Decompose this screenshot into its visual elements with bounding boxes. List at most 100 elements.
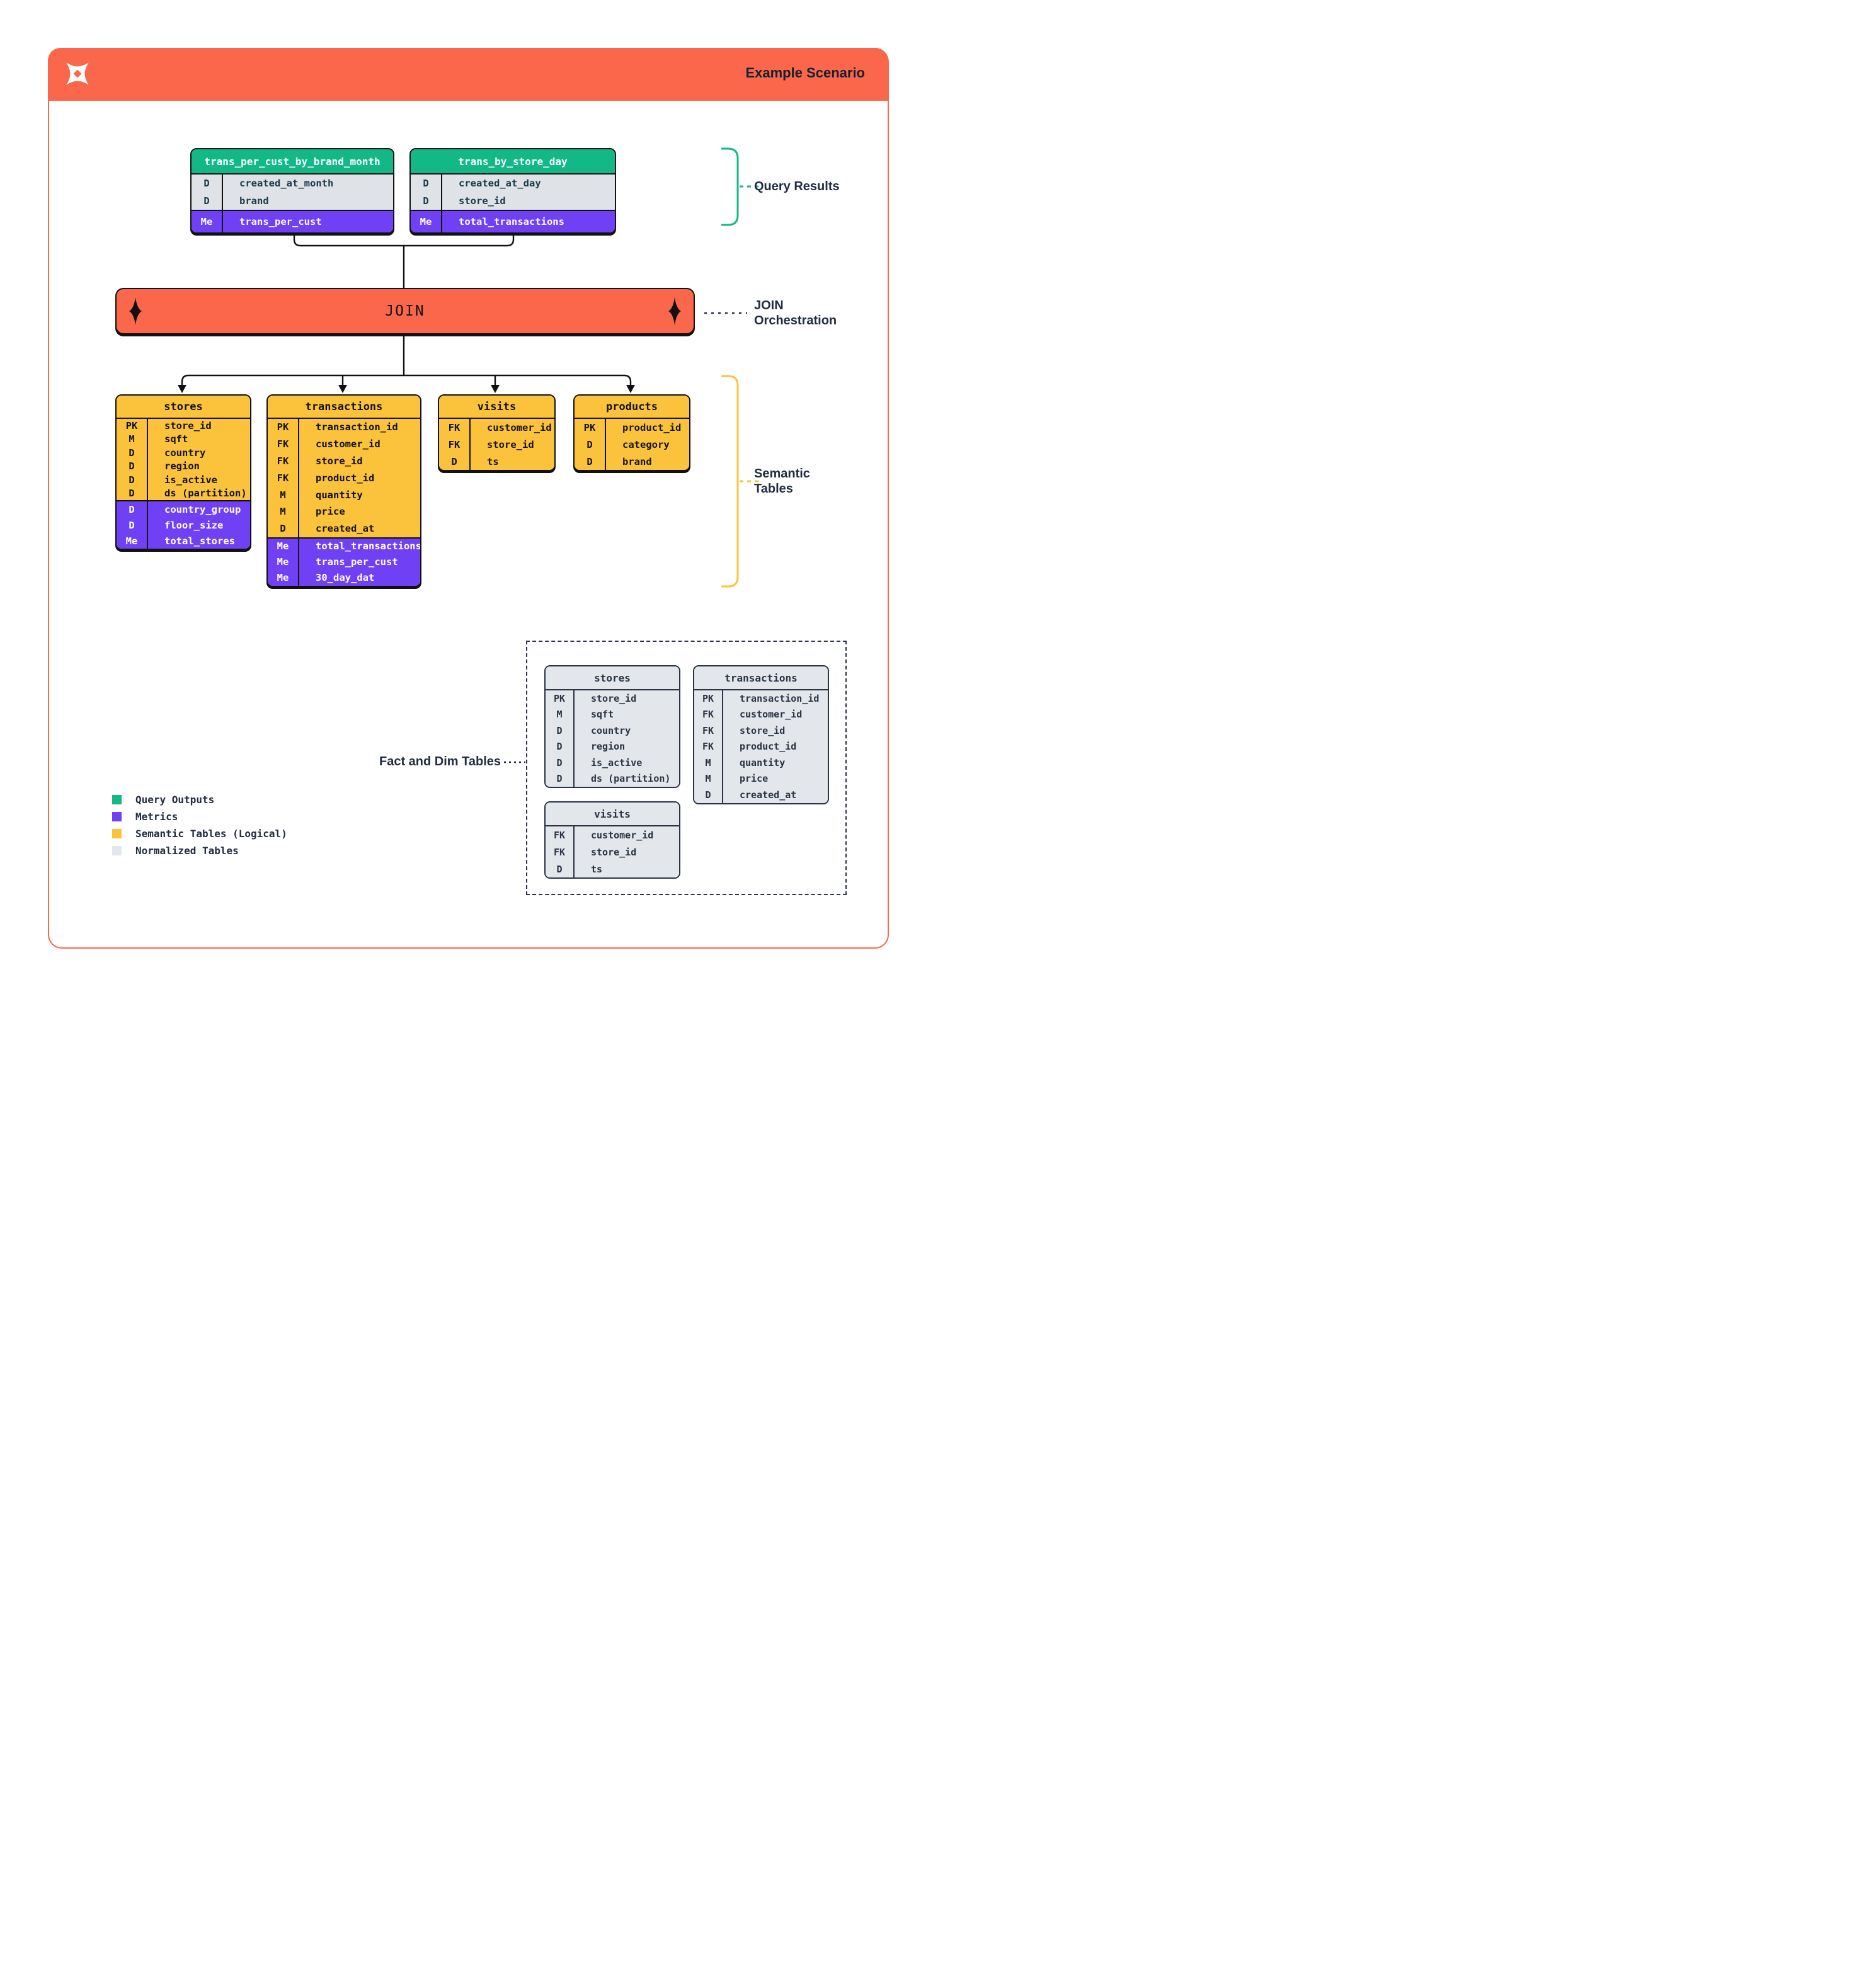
- field-name: region: [591, 741, 626, 753]
- field-name: customer_id: [740, 709, 803, 721]
- field-name: product_id: [740, 741, 797, 753]
- field-name: is_active: [164, 474, 217, 486]
- page-title: Example Scenario: [745, 65, 865, 81]
- join-label: JOIN: [385, 303, 425, 319]
- field-badge: D: [575, 436, 606, 453]
- legend-item: Normalized Tables: [112, 842, 287, 859]
- legend-label: Metrics: [135, 811, 178, 823]
- table-title: visits: [439, 396, 554, 419]
- field-name: brand: [239, 195, 269, 207]
- legend-item: Metrics: [112, 808, 287, 825]
- legend-label: Normalized Tables: [135, 845, 239, 857]
- field-name: category: [622, 438, 670, 450]
- field-name: trans_per_cust: [316, 556, 398, 568]
- table-title: visits: [546, 803, 679, 826]
- field-name: is_active: [591, 757, 643, 768]
- field-badge: FK: [694, 706, 723, 723]
- field-name: store_id: [740, 724, 786, 736]
- card-header-bar: [48, 48, 888, 101]
- field-name: price: [740, 773, 769, 785]
- field-name: ds (partition): [164, 488, 247, 500]
- field-badge: Me: [268, 538, 299, 554]
- table-row: PK transaction_id: [268, 419, 420, 436]
- field-badge: Me: [268, 569, 299, 586]
- field-name: transaction_id: [316, 421, 398, 433]
- field-name: store_id: [316, 455, 363, 467]
- field-badge: D: [117, 486, 148, 500]
- field-badge: D: [546, 723, 575, 739]
- field-name: created_at: [740, 789, 797, 801]
- legend-label: Query Outputs: [135, 794, 215, 806]
- table-row: Me trans_per_cust: [268, 554, 420, 570]
- field-badge: PK: [268, 419, 299, 436]
- field-name: country: [164, 447, 206, 459]
- field-badge: M: [694, 755, 723, 771]
- field-badge: D: [411, 192, 442, 210]
- field-badge: FK: [546, 843, 575, 860]
- table-row: FK customer_id: [546, 826, 679, 843]
- field-badge: PK: [694, 690, 723, 707]
- field-name: 30_day_dat: [316, 572, 375, 584]
- field-badge: FK: [546, 826, 575, 843]
- field-name: store_id: [164, 420, 212, 431]
- table-title: stores: [546, 666, 679, 690]
- field-name: customer_id: [591, 829, 654, 841]
- field-badge: Me: [117, 533, 148, 549]
- field-name: product_id: [316, 472, 375, 484]
- diagram-canvas: Example Scenario trans_per_cust_by_brand…: [0, 0, 936, 994]
- legend-swatch-icon: [112, 846, 122, 855]
- fact-dim-label: Fact and Dim Tables: [379, 755, 501, 768]
- field-badge: D: [439, 453, 471, 470]
- field-name: quantity: [316, 489, 363, 501]
- field-name: country: [591, 724, 631, 736]
- table-title: products: [575, 396, 689, 419]
- field-badge: Me: [411, 211, 442, 232]
- field-badge: Me: [268, 554, 299, 570]
- table-title: transactions: [268, 396, 420, 419]
- semantic-tables-label: Semantic Tables: [754, 467, 810, 496]
- table-row: FK customer_id: [694, 706, 828, 723]
- table-title: trans_per_cust_by_brand_month: [192, 149, 393, 174]
- field-name: sqft: [591, 709, 614, 721]
- field-badge: FK: [268, 435, 299, 453]
- field-badge: D: [546, 755, 575, 771]
- legend-swatch-icon: [112, 812, 122, 821]
- query-results-label: Query Results: [754, 180, 840, 193]
- field-badge: D: [117, 459, 148, 473]
- field-name: created_at_day: [459, 178, 541, 189]
- field-badge: FK: [268, 469, 299, 487]
- table-row: Me total_transactions: [268, 538, 421, 554]
- field-name: total_transactions: [316, 540, 421, 552]
- field-badge: D: [117, 473, 148, 487]
